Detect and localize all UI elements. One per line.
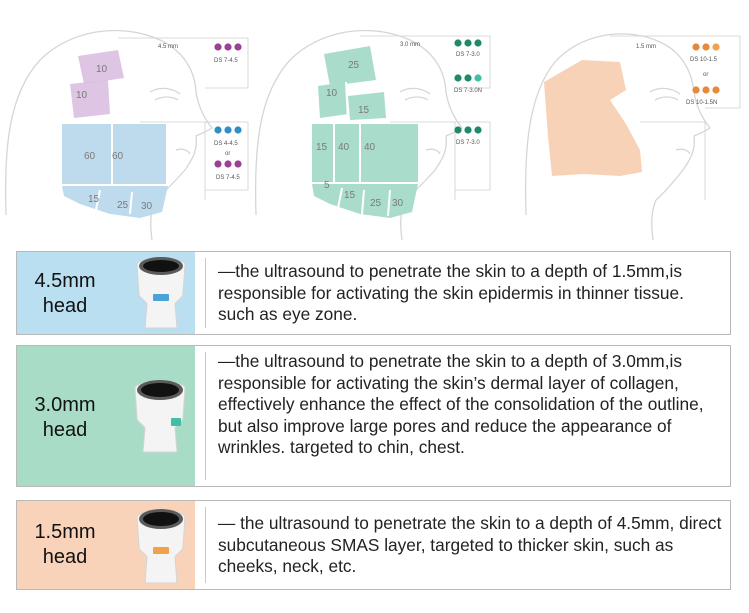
- divider: [205, 352, 206, 480]
- or-text: or: [225, 151, 230, 157]
- zone-label-neck: 30: [392, 198, 404, 209]
- head-label-panel: 4.5mm head: [17, 252, 195, 334]
- head-description: — the ultrasound to penetrate the skin t…: [218, 513, 722, 576]
- cartridge-code: DS 4-4.5: [214, 141, 238, 147]
- zone-label-neck: 25: [370, 198, 382, 209]
- zone-label-cheek-left: 60: [84, 151, 96, 162]
- zone-label-forehead: 25: [348, 60, 360, 71]
- cartridge-code: DS 7-4.5: [216, 175, 240, 181]
- face-diagrams: 10 10 60 60 15 25 30 4.5 mm DS 7-4.5 DS …: [0, 0, 749, 245]
- head-word: head: [42, 546, 88, 568]
- face-diagram-3-0mm: 25 10 15 15 40 40 5 15 25 30 3.0 mm DS 7…: [254, 29, 491, 241]
- zone-label-cheek: 40: [338, 142, 350, 153]
- cheek-zone-left: [62, 124, 112, 184]
- zone-label-cheek: 40: [364, 142, 376, 153]
- zone-label-neck: 15: [344, 190, 356, 201]
- head-size: 4.5mm: [34, 270, 96, 292]
- head-word: head: [42, 295, 88, 317]
- head-description: —the ultrasound to penetrate the skin to…: [218, 261, 684, 324]
- face-diagram-4-5mm: 10 10 60 60 15 25 30 4.5 mm DS 7-4.5 DS …: [4, 29, 249, 241]
- zone-label-neck: 5: [324, 180, 330, 191]
- divider: [205, 507, 206, 583]
- cheek-zone: [312, 124, 418, 182]
- zone-label-temple: 10: [326, 88, 338, 99]
- cartridge-legend: DS 7-3.0 DS 7-3.0N DS 7-3.0: [454, 39, 482, 146]
- head-title: 1.5mm head: [17, 520, 113, 570]
- transducer-head-image: [136, 257, 186, 329]
- temple-zone: [318, 82, 348, 118]
- zone-label-temple: 10: [76, 90, 88, 101]
- head-row-4-5mm: 4.5mm head —the ultrasound to penetrate …: [16, 251, 731, 335]
- zone-label-neck: 15: [88, 194, 100, 205]
- neck-zone: [62, 186, 168, 218]
- cartridge-code: DS 7-3.0: [456, 140, 480, 146]
- cheek-zone-right: [112, 124, 166, 184]
- zone-label-forehead: 10: [96, 64, 108, 75]
- head-title: 3.0mm head: [17, 393, 113, 443]
- cartridge-code: DS 10-1.5N: [686, 100, 717, 106]
- treatment-zone: [544, 60, 642, 176]
- zone-label-cheek: 15: [316, 142, 328, 153]
- cartridge-code: DS 7-4.5: [214, 58, 238, 64]
- head-label-panel: 3.0mm head: [17, 346, 195, 486]
- cartridge-legend: DS 7-4.5 DS 4-4.5 or DS 7-4.5: [214, 43, 242, 181]
- zone-label-neck: 25: [117, 200, 129, 211]
- depth-label: 3.0 mm: [400, 42, 420, 48]
- temple-zone: [70, 80, 110, 118]
- head-row-3-0mm: 3.0mm head —the ultrasound to penetrate …: [16, 345, 731, 487]
- forehead-zone: [324, 46, 376, 86]
- head-row-1-5mm: 1.5mm head — the ultrasound to penetrate…: [16, 500, 731, 590]
- transducer-head-image: [136, 509, 186, 584]
- cartridge-code: DS 7-3.0: [456, 52, 480, 58]
- eye-zone: [348, 92, 386, 120]
- head-description: —the ultrasound to penetrate the skin to…: [218, 351, 704, 457]
- face-diagram-1-5mm: 1.5 mm DS 10-1.5 or DS 10-1.5N: [524, 33, 741, 241]
- forehead-zone: [78, 50, 124, 84]
- head-title: 4.5mm head: [17, 269, 113, 319]
- zone-label-cheek-right: 60: [112, 151, 124, 162]
- depth-label: 4.5 mm: [158, 44, 178, 50]
- head-word: head: [42, 419, 88, 441]
- zone-label-neck: 30: [141, 201, 153, 212]
- transducer-head-image: [134, 380, 186, 453]
- zone-label-eye: 15: [358, 105, 370, 116]
- cartridge-code: DS 7-3.0N: [454, 88, 482, 94]
- divider: [205, 258, 206, 328]
- head-size: 1.5mm: [34, 521, 96, 543]
- head-size: 3.0mm: [34, 394, 96, 416]
- cartridge-legend: DS 10-1.5 or DS 10-1.5N: [686, 43, 720, 106]
- or-text: or: [703, 72, 708, 78]
- depth-label: 1.5 mm: [636, 44, 656, 50]
- cartridge-code: DS 10-1.5: [690, 57, 718, 63]
- head-label-panel: 1.5mm head: [17, 501, 195, 589]
- neck-zone: [312, 184, 418, 218]
